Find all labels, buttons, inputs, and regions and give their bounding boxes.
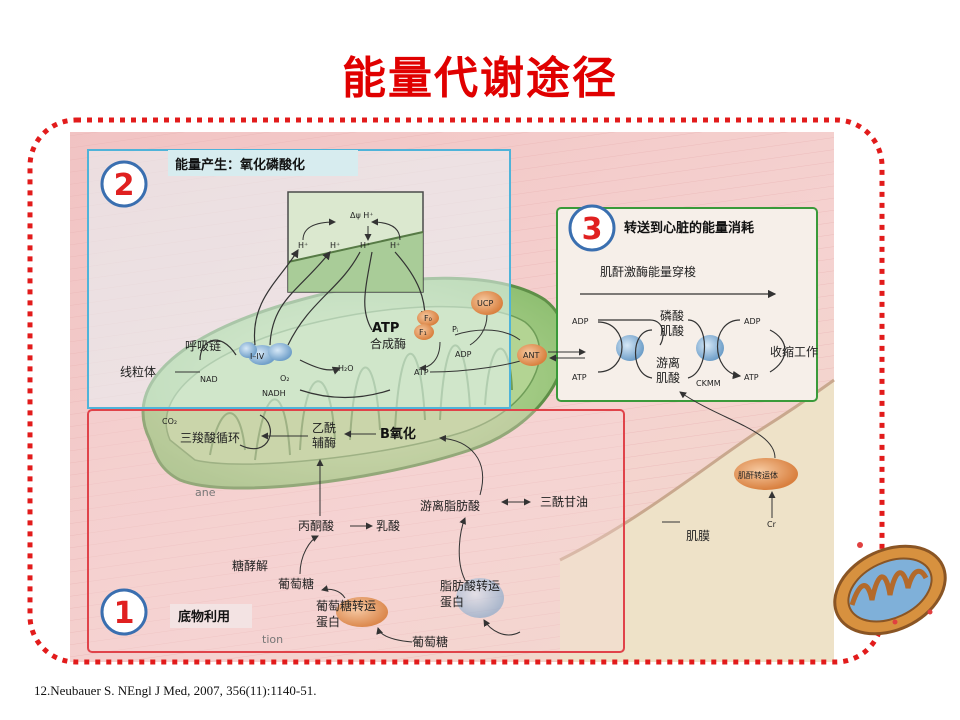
svg-text:ATP: ATP (414, 368, 429, 377)
mitochondrion-icon (833, 542, 947, 636)
ck-enzyme-right (696, 335, 724, 361)
svg-text:ATP: ATP (744, 373, 759, 382)
glucose-inner-label: 葡萄糖 (278, 576, 314, 591)
svg-text:ATP: ATP (572, 373, 587, 382)
sarcolemma-region (560, 380, 834, 662)
svg-text:H₂O: H₂O (338, 364, 354, 373)
svg-text:CO₂: CO₂ (162, 417, 177, 426)
contraction-label: 收缩工作 (770, 344, 818, 359)
glycolysis-label: 糖酵解 (232, 558, 268, 573)
svg-text:3: 3 (582, 212, 603, 247)
section1-label: 底物利用 (178, 609, 230, 625)
atp-synthase-label-1: ATP (372, 321, 399, 336)
svg-text:1: 1 (114, 596, 135, 631)
section2-label: 能量产生：氧化磷酸化 (175, 157, 305, 173)
svg-text:Δψ H⁺: Δψ H⁺ (350, 211, 374, 220)
glucose-outer-label: 葡萄糖 (412, 634, 448, 649)
svg-text:磷酸: 磷酸 (660, 308, 684, 323)
svg-text:NADH: NADH (262, 389, 286, 398)
glut-label-2: 蛋白 (316, 614, 340, 629)
svg-text:CKMM: CKMM (696, 379, 721, 388)
respiratory-chain-label: 呼吸链 (185, 338, 221, 353)
triglyceride-label: 三酰甘油 (540, 495, 588, 509)
svg-text:2: 2 (114, 168, 135, 203)
svg-text:肌酸: 肌酸 (660, 323, 684, 338)
svg-text:ADP: ADP (572, 317, 589, 326)
svg-text:F₁: F₁ (419, 328, 427, 337)
respiratory-chain-complex (239, 342, 292, 365)
ucp-protein: UCP (471, 291, 503, 315)
svg-text:UCP: UCP (477, 299, 493, 308)
sarcolemma-label: 肌膜 (686, 529, 710, 543)
atp-synthase (414, 310, 439, 340)
section1-number-badge: 1 (100, 588, 148, 636)
membrane-inset: Δψ H⁺ H⁺ H⁺ H⁺ H⁺ (287, 191, 424, 293)
citation: 12.Neubauer S. NEngl J Med, 2007, 356(11… (34, 683, 317, 698)
lactate-label: 乳酸 (376, 518, 400, 533)
section3-label: 转送到心脏的能量消耗 (624, 220, 754, 236)
svg-text:H⁺: H⁺ (330, 241, 340, 250)
fat-label-2: 蛋白 (440, 594, 464, 609)
section3-number-badge: 3 (568, 204, 616, 252)
svg-text:肌酐转运体: 肌酐转运体 (738, 470, 778, 480)
ck-shuttle-label: 肌酐激酶能量穿梭 (600, 264, 696, 279)
svg-text:ane: ane (195, 486, 216, 499)
beta-oxidation-label: B氧化 (380, 426, 416, 442)
svg-text:ANT: ANT (523, 351, 539, 360)
svg-text:肌酸: 肌酸 (656, 370, 680, 385)
svg-text:Cr: Cr (767, 520, 777, 529)
fatty-acid-transporter (456, 578, 504, 618)
svg-text:H⁺: H⁺ (298, 241, 308, 250)
glucose-transporter (336, 597, 388, 627)
fat-label-1: 脂肪酸转运 (440, 578, 500, 593)
svg-text:ADP: ADP (455, 350, 472, 359)
svg-text:H⁺: H⁺ (390, 241, 400, 250)
svg-text:tion: tion (262, 633, 283, 646)
mitochondrion-label: 线粒体 (120, 364, 156, 379)
slide-title: 能量代谢途径 (342, 53, 618, 104)
free-fatty-acid-label: 游离脂肪酸 (420, 498, 480, 513)
acetyl-coa-label-1: 乙酰 (312, 421, 336, 435)
glut-label-1: 葡萄糖转运 (316, 598, 376, 613)
ant-protein: ANT (517, 344, 547, 366)
svg-text:NAD: NAD (200, 375, 218, 384)
svg-text:O₂: O₂ (280, 374, 290, 383)
svg-text:ADP: ADP (744, 317, 761, 326)
svg-text:I–IV: I–IV (250, 352, 265, 361)
svg-text:F₀: F₀ (424, 314, 432, 323)
svg-text:Pᵢ: Pᵢ (452, 325, 458, 334)
pyruvate-label: 丙酮酸 (298, 518, 334, 533)
acetyl-coa-label-2: 辅酶 (312, 435, 336, 450)
section2-number-badge: 2 (100, 160, 148, 208)
tca-cycle-label: 三羧酸循环 (180, 430, 240, 445)
svg-text:游离: 游离 (656, 355, 680, 370)
svg-text:H⁺: H⁺ (360, 241, 370, 250)
atp-synthase-label-2: 合成酶 (370, 336, 406, 351)
dotted-outer-border (27, 117, 885, 665)
creatine-transporter: 肌酐转运体 (734, 458, 798, 490)
